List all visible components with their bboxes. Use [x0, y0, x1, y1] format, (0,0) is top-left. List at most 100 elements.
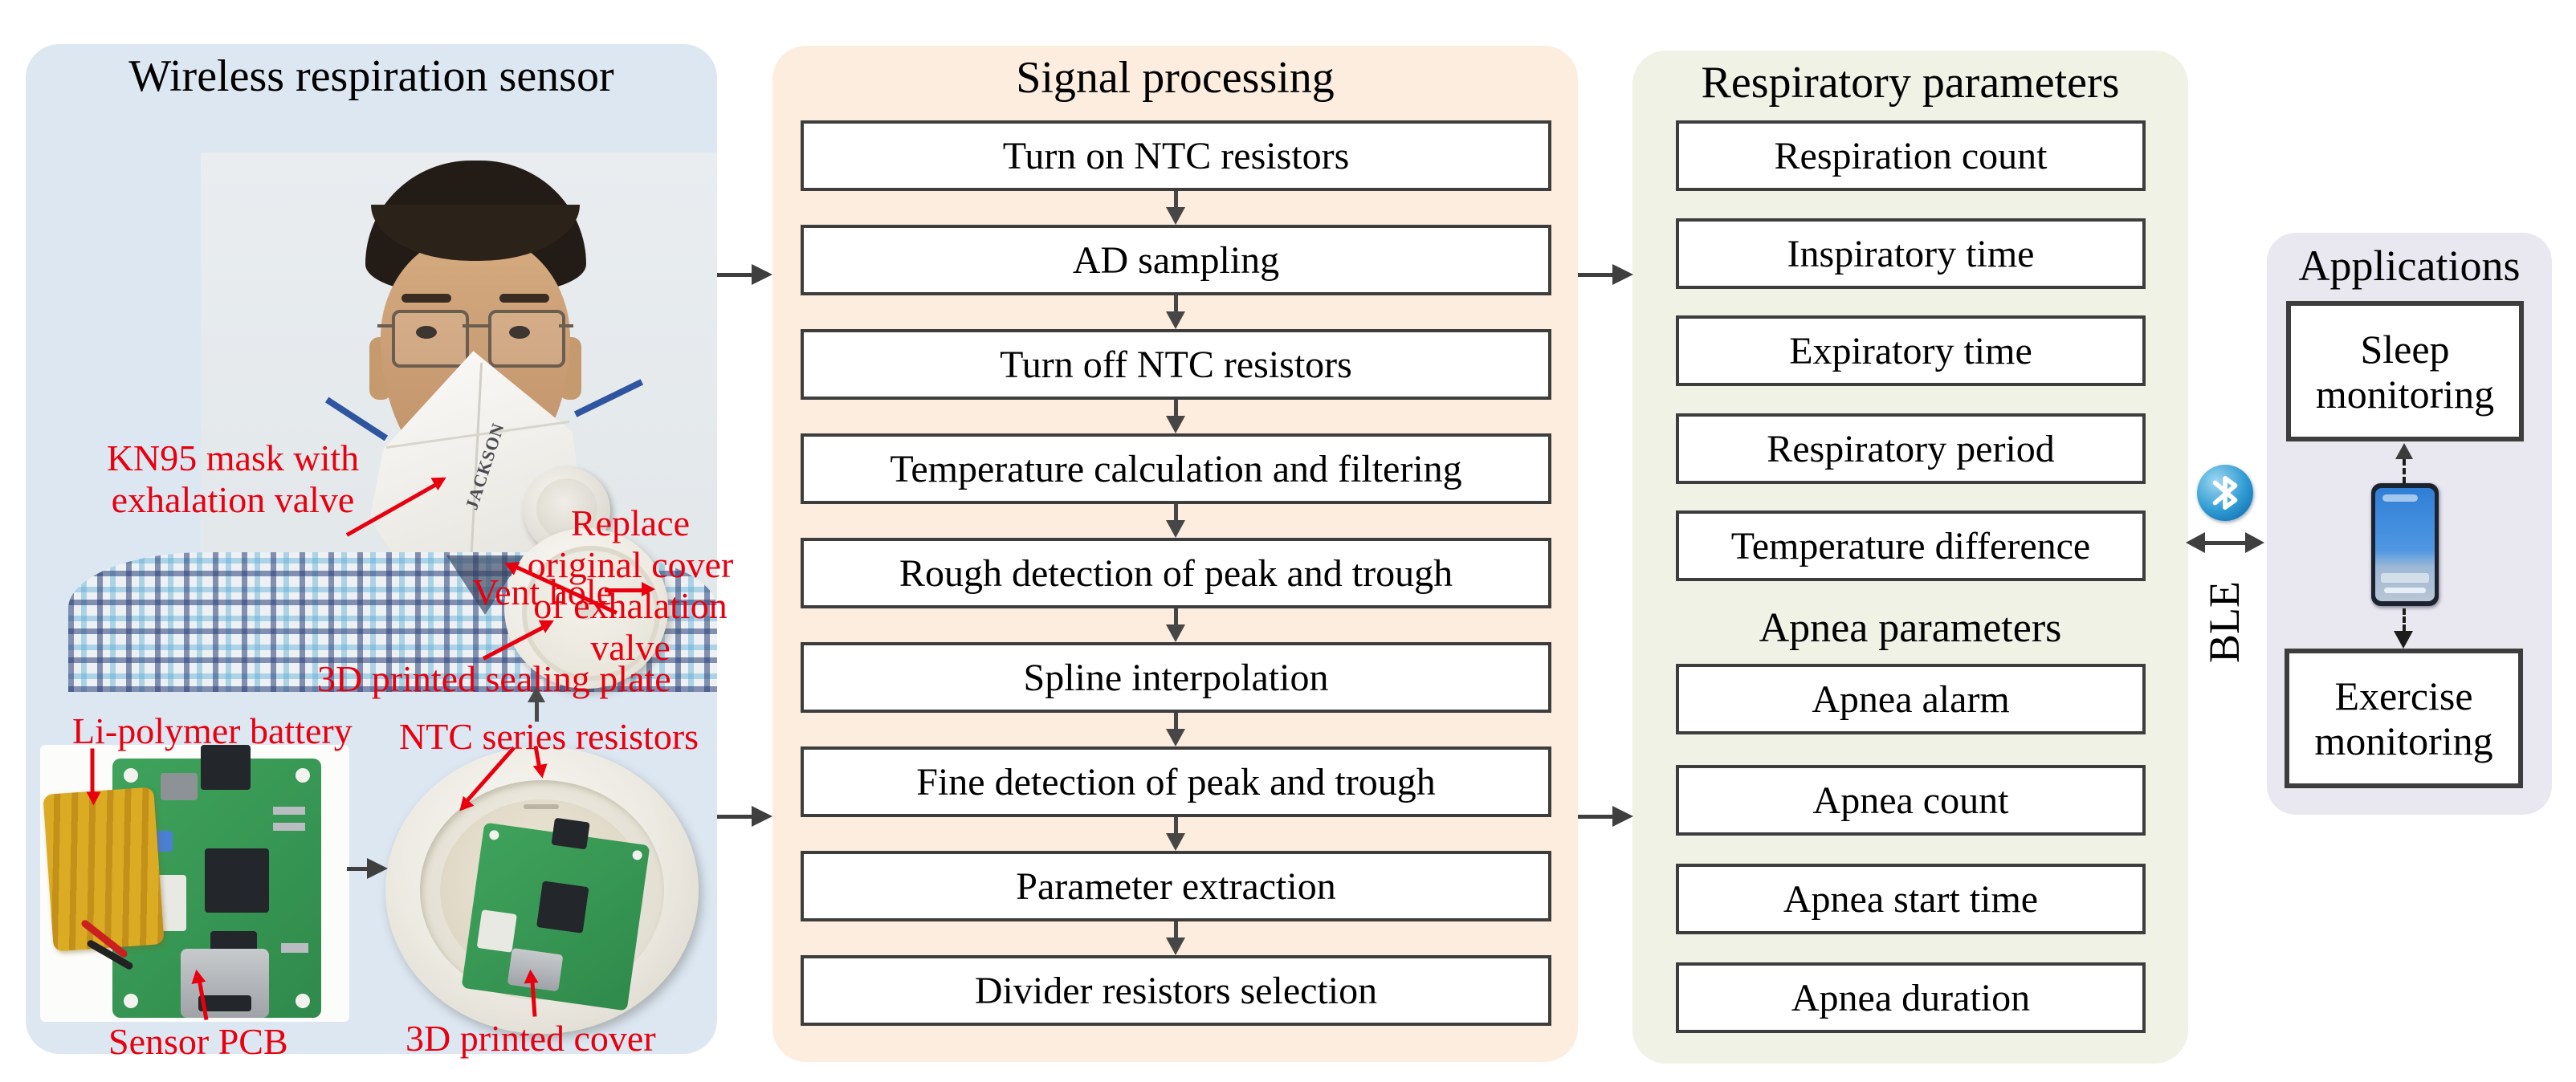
- apnea-parameter-1: Apnea alarm: [1676, 664, 2146, 734]
- annotation-battery-arrow: [90, 748, 95, 794]
- phone-to-sleep-arrow-head: [2395, 443, 2413, 459]
- annotation-kn95: KN95 mask with exhalation valve: [32, 437, 434, 520]
- apnea-parameter-3-label: Apnea start time: [1783, 877, 2039, 921]
- processing-step-5-label: Rough detection of peak and trough: [899, 551, 1453, 595]
- exercise-monitoring-label: Exercise monitoring: [2314, 673, 2493, 763]
- smartphone-icon: [2371, 483, 2439, 606]
- annotation-vent-arrow: [605, 582, 655, 596]
- sensor-to-processing-arrow-bottom: [717, 806, 772, 827]
- processing-step-2-label: AD sampling: [1072, 238, 1280, 282]
- processing-step-8-label: Parameter extraction: [1016, 864, 1336, 908]
- respiratory-parameter-1: Respiration count: [1676, 120, 2146, 191]
- processing-step-6-label: Spline interpolation: [1023, 656, 1329, 699]
- respiratory-parameter-3-label: Expiratory time: [1789, 329, 2032, 372]
- annotation-ntc: NTC series resistors: [399, 716, 699, 757]
- processing-step-3: Turn off NTC resistors: [801, 329, 1551, 400]
- respiratory-parameter-1-label: Respiration count: [1774, 134, 2048, 177]
- glasses-lens-left: [392, 310, 469, 368]
- processing-step-1-label: Turn on NTC resistors: [1002, 134, 1350, 177]
- apnea-parameter-3: Apnea start time: [1676, 864, 2146, 934]
- processing-panel-title: Signal processing: [1016, 53, 1335, 103]
- person-eye-left: [416, 326, 437, 339]
- sleep-monitoring-label: Sleep monitoring: [2315, 326, 2495, 417]
- processing-step-7-label: Fine detection of peak and trough: [916, 760, 1436, 803]
- respiratory-parameter-3: Expiratory time: [1676, 315, 2146, 386]
- sleep-monitoring-box: Sleep monitoring: [2286, 301, 2524, 441]
- applications-panel-title: Applications: [2298, 242, 2521, 290]
- flow-arrow-head: [1166, 207, 1185, 225]
- glasses-temple-left: [377, 324, 392, 327]
- glasses-bridge: [463, 324, 488, 327]
- flow-arrow-head: [1166, 624, 1185, 642]
- respiratory-parameter-4-label: Respiratory period: [1767, 427, 2055, 470]
- ble-double-arrow: [2186, 532, 2264, 553]
- flow-arrow-head: [1166, 938, 1185, 955]
- parameters-panel-title: Respiratory parameters: [1701, 58, 2120, 108]
- parameters-panel: Respiratory parameters Respiration count…: [1632, 51, 2188, 1064]
- processing-step-5: Rough detection of peak and trough: [801, 538, 1551, 608]
- annotation-replace-line1: Replace: [570, 502, 691, 543]
- flow-arrow-stem: [1173, 504, 1178, 520]
- processing-step-6: Spline interpolation: [801, 642, 1551, 713]
- flow-arrow-stem: [1173, 400, 1178, 416]
- glasses-lens-right: [488, 310, 565, 368]
- flow-arrow-stem: [1173, 191, 1178, 207]
- processing-to-parameters-arrow-top: [1578, 264, 1633, 285]
- glasses-temple-right: [559, 324, 573, 327]
- processing-step-9-label: Divider resistors selection: [974, 969, 1378, 1012]
- pcb-pin-header: [201, 745, 251, 790]
- respiratory-parameter-2: Inspiratory time: [1676, 218, 2146, 289]
- processing-step-4-label: Temperature calculation and filtering: [890, 447, 1462, 490]
- person-eye-right: [509, 326, 530, 339]
- cover-ntc-notch: [524, 804, 559, 809]
- apnea-subtitle: Apnea parameters: [1759, 605, 2062, 651]
- flow-arrow-head: [1166, 729, 1185, 746]
- flow-arrow-head: [1166, 833, 1185, 851]
- annotation-vent-hole: Vent hole: [472, 572, 613, 612]
- annotation-kn95-line2: exhalation valve: [111, 478, 355, 520]
- bluetooth-icon: [2197, 465, 2253, 521]
- apnea-parameter-1-label: Apnea alarm: [1812, 677, 2010, 721]
- cover-to-plate-arrow-head: [528, 686, 545, 702]
- pcb-battery: [43, 787, 165, 952]
- respiratory-parameter-5-label: Temperature difference: [1730, 524, 2091, 567]
- pcb-usb-slot: [198, 995, 251, 1011]
- cover-to-plate-arrow-stem: [535, 702, 539, 722]
- flow-arrow-stem: [1173, 921, 1178, 938]
- apnea-parameter-2-label: Apnea count: [1812, 779, 2009, 822]
- processing-step-8: Parameter extraction: [801, 851, 1551, 921]
- sensor-to-processing-arrow-top: [717, 264, 772, 285]
- processing-step-7: Fine detection of peak and trough: [801, 746, 1551, 817]
- exercise-monitoring-box: Exercise monitoring: [2285, 649, 2523, 788]
- flow-arrow-stem: [1173, 608, 1178, 624]
- respiratory-parameter-4: Respiratory period: [1676, 413, 2146, 484]
- person-eyebrow-left: [401, 294, 451, 303]
- annotation-battery: Li-polymer battery: [72, 710, 353, 751]
- phone-to-exercise-arrow-stem: [2403, 608, 2406, 631]
- processing-step-4: Temperature calculation and filtering: [801, 433, 1551, 504]
- flow-arrow-head: [1166, 416, 1185, 433]
- annotation-sensor-pcb: Sensor PCB: [108, 1021, 288, 1062]
- cover-pcb: [461, 817, 650, 1011]
- flow-arrow-head: [1166, 520, 1185, 538]
- processing-step-9: Divider resistors selection: [801, 955, 1551, 1026]
- apnea-parameter-4-label: Apnea duration: [1791, 976, 2031, 1019]
- flow-arrow-head: [1166, 311, 1185, 329]
- processing-step-1: Turn on NTC resistors: [801, 120, 1551, 191]
- person-eyebrow-right: [499, 294, 549, 303]
- phone-to-sleep-arrow-stem: [2403, 459, 2406, 483]
- annotation-sealing-plate: 3D printed sealing plate: [317, 658, 671, 699]
- flow-arrow-stem: [1173, 817, 1178, 833]
- flow-arrow-stem: [1173, 295, 1178, 311]
- processing-step-3-label: Turn off NTC resistors: [1000, 343, 1352, 386]
- processing-step-2: AD sampling: [801, 225, 1551, 295]
- annotation-kn95-line1: KN95 mask with: [106, 437, 360, 478]
- pcb-to-cover-arrow: [347, 858, 388, 879]
- phone-to-exercise-arrow-head: [2394, 631, 2413, 649]
- annotation-printed-cover: 3D printed cover: [406, 1018, 656, 1059]
- processing-to-parameters-arrow-bottom: [1578, 806, 1633, 827]
